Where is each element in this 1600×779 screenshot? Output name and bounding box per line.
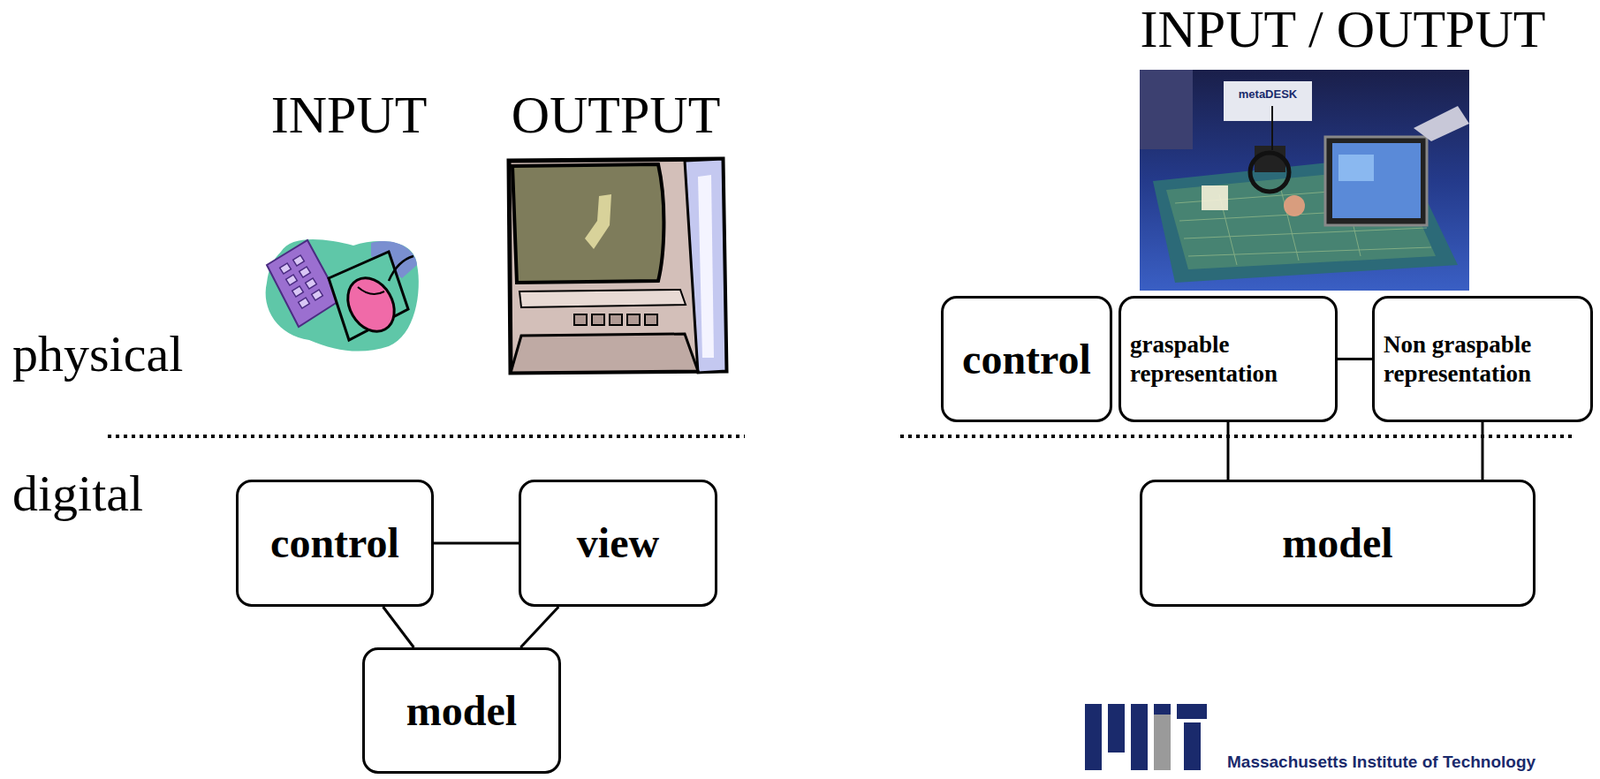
model-box: model xyxy=(362,647,562,774)
node-text: model xyxy=(1281,517,1393,569)
layer-label: digital xyxy=(12,468,144,520)
monitor-icon xyxy=(508,159,727,373)
layer-label: physical xyxy=(12,328,183,380)
io-heading: INPUT / OUTPUT xyxy=(1140,2,1547,56)
node-text: model xyxy=(406,685,517,737)
node-text: control xyxy=(962,333,1092,386)
node-text: graspable representation xyxy=(1129,330,1327,388)
model-box: model xyxy=(1139,479,1536,607)
connector-line xyxy=(520,606,559,648)
photo-sign-text: metaDESK xyxy=(1238,88,1297,100)
control-box: control xyxy=(235,479,434,607)
dotted-divider xyxy=(107,434,745,439)
representation-box: graspable representation xyxy=(1118,295,1338,423)
metadesk-photo xyxy=(1139,69,1470,291)
connector-line xyxy=(383,606,415,648)
connector-line xyxy=(433,543,519,545)
mit-logo xyxy=(1084,704,1207,771)
io-heading: OUTPUT xyxy=(511,88,721,142)
node-text: Non graspable representation xyxy=(1383,330,1582,388)
control-box: control xyxy=(940,295,1113,423)
view-box: view xyxy=(518,479,718,607)
connector-line xyxy=(1482,422,1484,480)
institution-name: Massachusetts Institute of Technology xyxy=(1227,753,1536,771)
node-text: view xyxy=(576,517,660,569)
node-text: control xyxy=(270,517,400,569)
dotted-divider xyxy=(900,434,1577,439)
io-heading: INPUT xyxy=(271,88,428,142)
connector-line xyxy=(1337,358,1373,360)
keyboard-mouse-icon xyxy=(265,239,419,352)
representation-box: Non graspable representation xyxy=(1372,295,1593,423)
connector-line xyxy=(1228,422,1229,480)
